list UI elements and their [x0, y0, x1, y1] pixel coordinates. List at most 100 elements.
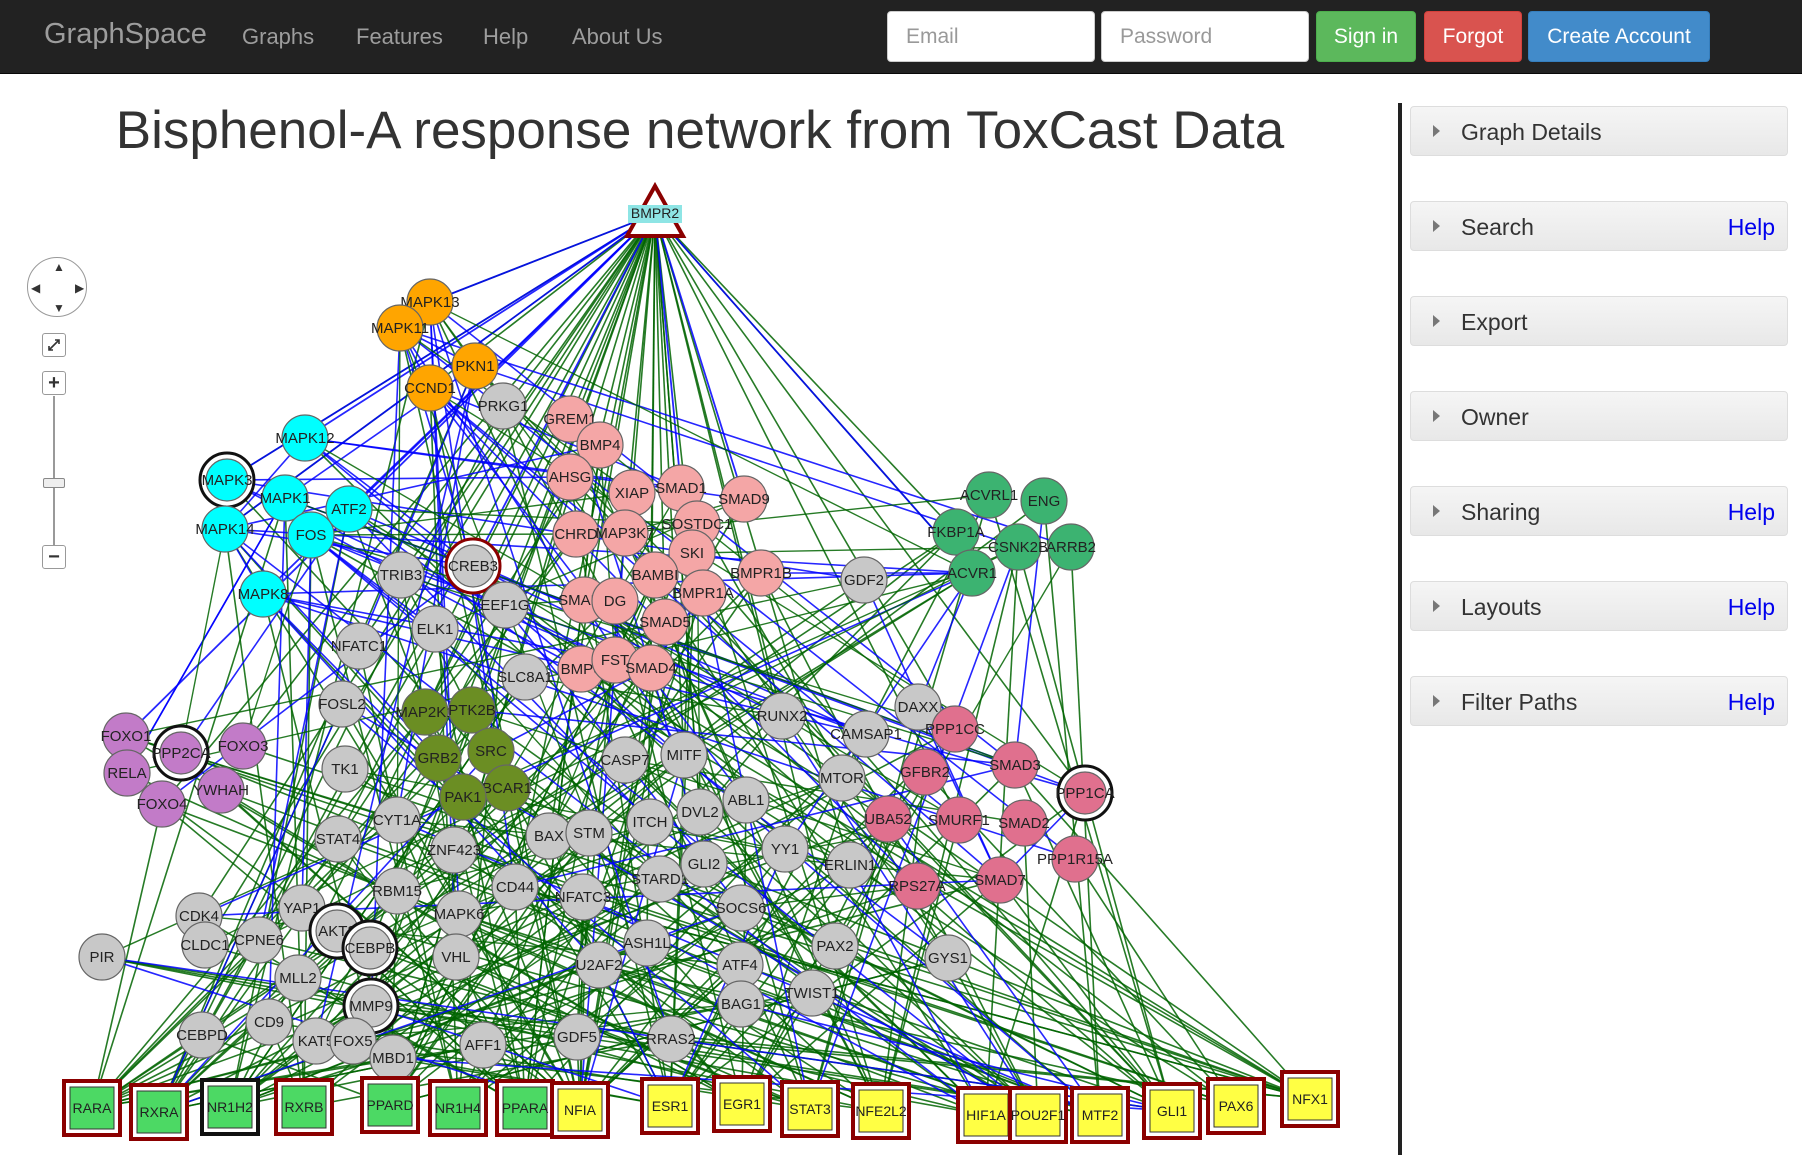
node-casp7[interactable]: CASP7	[600, 736, 650, 784]
node-vhl[interactable]: VHL	[432, 933, 480, 981]
node-mapk3[interactable]: MAPK3	[198, 451, 256, 509]
node-csnk2b[interactable]: CSNK2B	[988, 523, 1048, 571]
nav-features-link[interactable]: Features	[356, 24, 443, 49]
node-bag1[interactable]: BAG1	[717, 980, 765, 1028]
panel-graph-details[interactable]: Graph Details	[1410, 106, 1788, 156]
node-prkg1[interactable]: PRKG1	[478, 382, 529, 430]
node-nr1h2[interactable]: NR1H2	[200, 1078, 260, 1136]
node-creb3[interactable]: CREB3	[444, 537, 502, 595]
node-mapk14[interactable]: MAPK14	[195, 505, 255, 553]
node-ccnd1[interactable]: CCND1	[404, 364, 456, 412]
node-ahsg[interactable]: AHSG	[546, 453, 594, 501]
node-ppp1r15a[interactable]: PPP1R15A	[1037, 835, 1113, 883]
node-fkbp1a[interactable]: FKBP1A	[927, 508, 985, 556]
node-mbd1[interactable]: MBD1	[369, 1034, 417, 1082]
node-daxx[interactable]: DAXX	[894, 683, 942, 731]
node-mtf2[interactable]: MTF2	[1070, 1086, 1130, 1144]
panel-export[interactable]: Export	[1410, 296, 1788, 346]
node-cebpd[interactable]: CEBPD	[176, 1011, 228, 1059]
node-bmpr1b[interactable]: BMPR1B	[730, 549, 792, 597]
node-cpne6[interactable]: CPNE6	[234, 916, 284, 964]
node-atf2[interactable]: ATF2	[325, 485, 373, 533]
node-bmp4[interactable]: BMP4	[576, 421, 624, 469]
brand-logo[interactable]: GraphSpace	[44, 18, 207, 50]
node-itch[interactable]: ITCH	[626, 798, 674, 846]
node-dvl2[interactable]: DVL2	[676, 788, 724, 836]
node-dg[interactable]: DG	[591, 577, 639, 625]
node-nr1h4[interactable]: NR1H4	[428, 1079, 488, 1137]
node-arrb2[interactable]: ARRB2	[1046, 523, 1096, 571]
node-smad2[interactable]: SMAD2	[998, 799, 1050, 847]
node-ppp2ca[interactable]: PPP2CA	[151, 724, 211, 782]
node-eng[interactable]: ENG	[1020, 477, 1068, 525]
node-fox5[interactable]: FOX5	[329, 1017, 377, 1065]
email-input[interactable]	[887, 11, 1095, 62]
node-pkn1[interactable]: PKN1	[451, 342, 499, 390]
fit-view-button[interactable]	[42, 333, 66, 357]
forgot-button[interactable]: Forgot	[1424, 11, 1522, 62]
node-mapk8[interactable]: MAPK8	[238, 570, 289, 618]
node-smad5[interactable]: SMAD5	[639, 598, 691, 646]
pan-up-icon[interactable]: ▲	[53, 260, 65, 274]
node-cd9[interactable]: CD9	[245, 998, 293, 1046]
node-uba52[interactable]: UBA52	[864, 795, 912, 843]
filter-paths-help-link[interactable]: Help	[1727, 689, 1775, 715]
node-ski[interactable]: SKI	[668, 529, 716, 577]
zoom-slider-handle[interactable]	[43, 478, 65, 488]
node-runx2[interactable]: RUNX2	[757, 692, 808, 740]
pan-right-icon[interactable]: ▶	[75, 281, 85, 295]
layouts-help-link[interactable]: Help	[1727, 594, 1775, 620]
pan-down-icon[interactable]: ▼	[53, 301, 65, 315]
nav-help-link[interactable]: Help	[483, 24, 529, 49]
node-smurf1[interactable]: SMURF1	[928, 796, 990, 844]
node-smad9[interactable]: SMAD9	[718, 475, 770, 523]
node-slc8a1[interactable]: SLC8A1	[497, 653, 553, 701]
node-ywhah[interactable]: YWHAH	[193, 766, 249, 814]
node-nfatc1[interactable]: NFATC1	[331, 622, 387, 670]
node-rela[interactable]: RELA	[103, 749, 151, 797]
panel-layouts[interactable]: Layouts Help	[1410, 581, 1788, 631]
node-gdf2[interactable]: GDF2	[840, 556, 888, 604]
node-stat4[interactable]: STAT4	[314, 815, 362, 863]
node-erlin1[interactable]: ERLIN1	[824, 841, 877, 889]
node-nfatc3[interactable]: NFATC3	[555, 873, 611, 921]
node-rxra[interactable]: RXRA	[129, 1083, 189, 1141]
node-ppara[interactable]: PPARA	[495, 1079, 555, 1137]
node-kat5[interactable]: KAT5	[292, 1017, 340, 1065]
node-pou2f1[interactable]: POU2F1	[1008, 1086, 1068, 1144]
pan-left-icon[interactable]: ◀	[31, 281, 41, 295]
zoom-slider-track[interactable]	[53, 396, 55, 546]
node-stard1[interactable]: STARD1	[631, 855, 689, 903]
node-elk1[interactable]: ELK1	[411, 605, 459, 653]
network-canvas[interactable]: BMPR2MAPK13MAPK11PKN1CCND1PRKG1MAPK12MAP…	[0, 175, 1398, 1155]
node-ptk2b[interactable]: PTK2B	[448, 686, 496, 734]
node-smad7[interactable]: SMAD7	[974, 856, 1026, 904]
node-rbm15[interactable]: RBM15	[372, 867, 422, 915]
nav-about-link[interactable]: About Us	[572, 24, 663, 49]
node-bmpr2[interactable]: BMPR2	[623, 181, 687, 238]
create-account-button[interactable]: Create Account	[1528, 11, 1710, 62]
zoom-in-button[interactable]: +	[42, 371, 66, 395]
node-pir[interactable]: PIR	[78, 933, 126, 981]
node-yy1[interactable]: YY1	[761, 825, 809, 873]
node-esr1[interactable]: ESR1	[640, 1077, 700, 1135]
node-sostdc1[interactable]: SOSTDC1	[662, 500, 733, 548]
node-stat3[interactable]: STAT3	[780, 1080, 840, 1138]
node-znf423[interactable]: ZNF423	[427, 826, 481, 874]
node-cebpb[interactable]: CEBPB	[341, 919, 399, 977]
node-ash1l[interactable]: ASH1L	[623, 919, 671, 967]
panel-owner[interactable]: Owner	[1410, 391, 1788, 441]
sign-in-button[interactable]: Sign in	[1316, 11, 1416, 62]
node-bcar1[interactable]: BCAR1	[482, 764, 532, 812]
node-map2k1[interactable]: MAP2K1	[395, 688, 455, 736]
node-cyt1a[interactable]: CYT1A	[373, 796, 421, 844]
node-mitf[interactable]: MITF	[660, 731, 708, 779]
node-cd44[interactable]: CD44	[491, 863, 539, 911]
node-mtor[interactable]: MTOR	[818, 754, 866, 802]
node-fst[interactable]: FST	[591, 636, 639, 684]
node-bax[interactable]: BAX	[525, 812, 573, 860]
node-mapk1[interactable]: MAPK1	[260, 474, 311, 522]
node-twist1[interactable]: TWIST1	[785, 969, 840, 1017]
node-socs6[interactable]: SOCS6	[716, 884, 767, 932]
node-map3k7[interactable]: MAP3K7	[595, 509, 655, 557]
